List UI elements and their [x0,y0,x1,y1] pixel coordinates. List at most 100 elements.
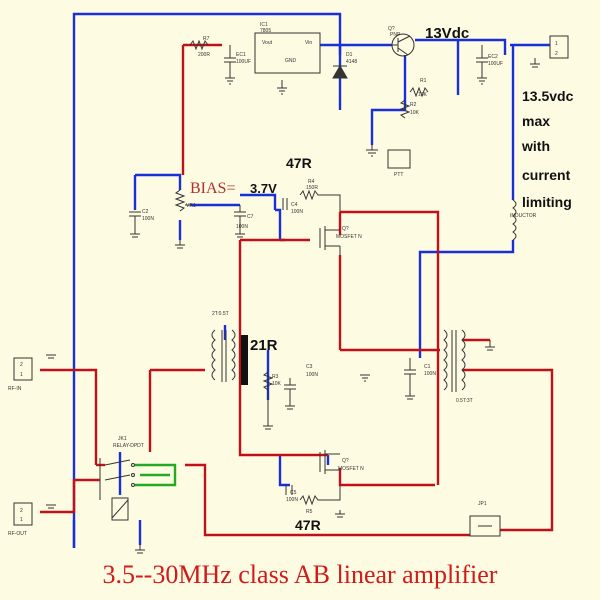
ic1-label: IC1 [260,22,268,28]
r7-label: R7 [203,36,210,42]
c1-value: 100N [424,371,436,377]
jk1-label: JK1 [118,436,127,442]
r5-resistor [299,485,341,506]
c4-value: 100N [291,209,303,215]
annotations: 13Vdc 13.5vdc max with current limiting … [190,25,574,533]
mosfet-top-label: MOSFET N [336,234,362,240]
v135-line-4: current [522,167,571,183]
t2-label: 0.5T:3T [456,398,473,404]
jp1-jumper [469,515,501,537]
v13-annotation: 13Vdc [425,25,469,42]
c1-capacitor [404,358,416,390]
r4-value: 150R [306,185,318,191]
d1-value: 4148 [346,59,357,65]
ec1-capacitor [224,45,236,72]
relay-dpdt [99,458,135,521]
r1-value: 10K [418,92,428,98]
r1-label: R1 [420,78,427,84]
c2-label: C2 [142,209,149,215]
ptt-switch [387,149,411,169]
ec2-value: 100UF [488,61,503,67]
c3-value: 100N [306,372,318,378]
r1-resistor [409,86,429,98]
r3-resistor [262,371,274,420]
jp1-label: JP1 [478,501,487,507]
diagram-title: 3.5--30MHz class AB linear amplifier [103,560,498,589]
r21-annotation: 21R [250,337,278,354]
c1-label: C1 [424,364,431,370]
ptt-connector-pin-1: 1 [555,41,558,47]
ec2-label: EC2 [488,54,498,60]
rf-in-connector [13,357,33,381]
q8-label: Q? [342,458,349,464]
d1-label: D1 [346,52,353,58]
r4-resistor [299,189,341,212]
rf-in-pin-2: 2 [20,362,23,368]
inductor-label: INDUCTOR [510,213,537,219]
ptt-connector [549,35,569,59]
rf-out-pin-2: 2 [20,508,23,514]
green-wires [135,463,177,487]
rf-out-label: RF-OUT [8,531,27,537]
ec1-value: 100UF [236,59,251,65]
r2-resistor [399,99,411,119]
r47-top-annotation: 47R [286,155,312,171]
ec1-label: EC1 [236,52,246,58]
r2-label: R2 [410,102,417,108]
v135-line-1: 13.5vdc [522,88,574,104]
rf-in-label: RF-IN [8,386,22,392]
blue-wires [72,12,550,548]
q7-label: Q? [342,226,349,232]
ground-symbols [46,58,540,554]
v135-line-3: with [521,138,550,154]
r7-value: 200R [198,52,210,58]
c3-label: C3 [306,364,313,370]
q7-mosfet [319,226,341,255]
t1-label: 2T:0.5T [212,311,229,317]
relay-label: RELAY-DPDT [113,443,144,449]
rf-out-pin-1: 1 [20,517,23,523]
t2-transformer [443,329,466,392]
v135-line-2: max [522,113,550,129]
red-wires [40,43,554,537]
vr1-label: VR1 [186,203,196,209]
c2-capacitor [129,211,141,228]
ic1-part-label: 7805 [260,28,271,34]
c5-value: 100N [286,497,298,503]
ic1-gnd-label: GND [285,58,297,64]
r47-bottom-annotation: 47R [295,517,321,533]
c3-capacitor [284,378,296,400]
ec2-capacitor [476,45,488,72]
c5-capacitor [285,485,293,495]
c7-label: C7 [247,214,254,220]
t1-transformer [211,329,236,382]
r3-value: 10K [272,381,282,387]
ptt-label: PTT [394,172,403,178]
mosfet-bottom-label: MOSFET N [338,466,364,472]
c2-value: 100N [142,216,154,222]
vr1-potentiometer [174,189,190,212]
pnp-type: PNP [390,32,401,38]
c4-label: C4 [291,202,298,208]
ic1-vout-label: Vout [262,40,273,46]
component-labels: IC1 7805 Vout Vin GND R7 200R EC1 100UF … [8,22,558,537]
rf-out-connector [13,502,33,526]
rf-in-pin-1: 1 [20,372,23,378]
c7-value: 100N [236,224,248,230]
pnp-label: Q? [388,26,395,32]
r3-label: R3 [272,374,279,380]
v135-line-5: limiting [522,194,572,210]
r7-resistor [189,39,209,51]
d1-diode [332,65,348,79]
ptt-connector-pin-2: 2 [555,51,558,57]
r2-value: 10K [410,110,420,116]
ic1-vin-label: Vin [305,40,312,46]
bias-label: BIAS= [190,180,235,197]
c5-label: C5 [290,490,297,496]
r21-thick-resistor [241,335,248,385]
c7-capacitor [234,205,246,228]
c4-capacitor [282,198,288,210]
inductor [512,199,517,241]
r4-label: R4 [308,179,315,185]
